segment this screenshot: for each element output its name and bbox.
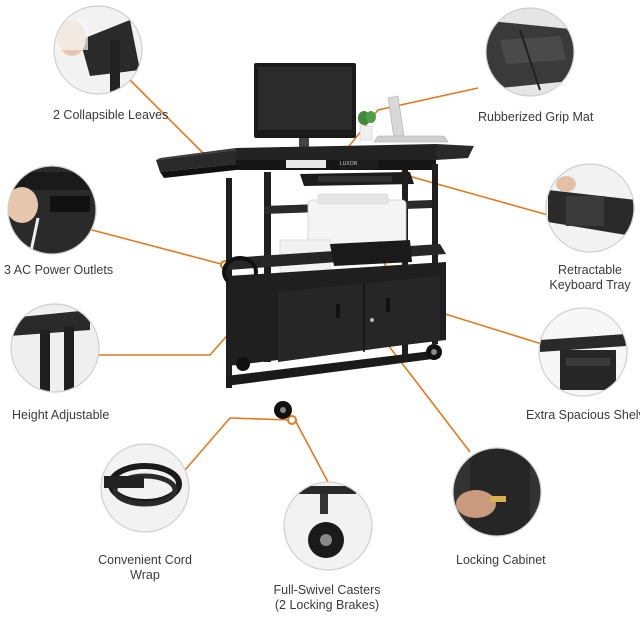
label-keyboard-tray-line2: Keyboard Tray xyxy=(549,278,631,292)
cabinet-lock xyxy=(370,318,374,322)
detail-shelves xyxy=(538,307,628,397)
brand-tag: LUXOR xyxy=(340,161,358,167)
detail-locking-cabinet xyxy=(452,447,542,537)
label-keyboard-tray-line1: Retractable xyxy=(558,263,622,277)
left-leaf xyxy=(156,150,236,172)
av-cart xyxy=(156,63,474,419)
bottom-shelf xyxy=(226,350,440,386)
detail-cord-wrap xyxy=(100,443,190,533)
label-shelves: Extra Spacious Shelves xyxy=(526,408,640,422)
label-locking-cabinet: Locking Cabinet xyxy=(456,553,546,567)
label-grip-mat: Rubberized Grip Mat xyxy=(478,110,594,124)
detail-height-adjustable xyxy=(10,303,100,393)
detail-grip-mat xyxy=(485,7,575,97)
label-cord-wrap-line2: Wrap xyxy=(130,568,160,582)
label-cord-wrap: Convenient Cord Wrap xyxy=(98,553,192,583)
casters xyxy=(236,344,442,419)
detail-casters xyxy=(283,481,373,571)
warning-sticker xyxy=(286,160,326,168)
top-surface xyxy=(236,144,436,164)
detail-keyboard-tray xyxy=(545,163,635,253)
printer xyxy=(307,193,407,247)
label-casters-line2: (2 Locking Brakes) xyxy=(274,598,380,612)
detail-power-outlets xyxy=(7,165,97,255)
label-cord-wrap-line1: Convenient Cord xyxy=(98,553,192,567)
plant xyxy=(358,111,376,141)
label-casters: Full-Swivel Casters (2 Locking Brakes) xyxy=(274,583,381,613)
label-power-outlets: 3 AC Power Outlets xyxy=(4,263,114,277)
detail-collapsible-leaves xyxy=(53,5,143,95)
laptop xyxy=(373,95,449,143)
label-collapsible-leaves: 2 Collapsible Leaves xyxy=(53,108,169,122)
label-casters-line1: Full-Swivel Casters xyxy=(273,583,381,597)
brand-plate xyxy=(338,160,378,169)
label-keyboard-tray: Retractable Keyboard Tray xyxy=(549,263,630,293)
right-leaf xyxy=(436,144,474,160)
label-height-adjustable: Height Adjustable xyxy=(12,408,110,422)
